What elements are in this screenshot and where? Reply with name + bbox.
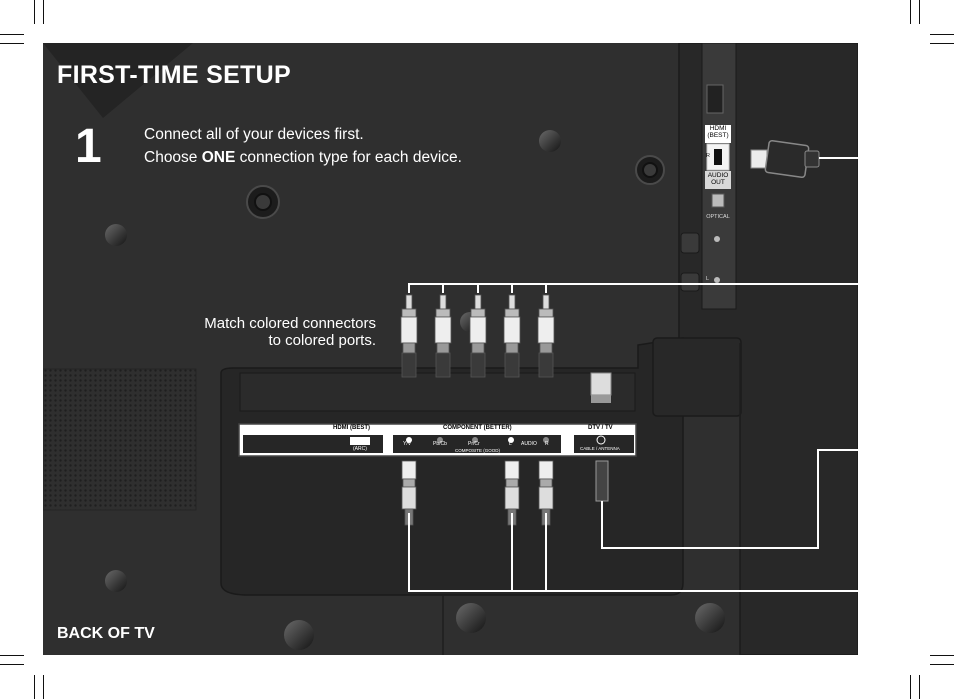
crop-mark — [930, 43, 954, 44]
rca-top-group — [400, 294, 555, 378]
port-label: AUDIO — [521, 441, 537, 447]
match-connectors-note: Match colored connectors to colored port… — [204, 315, 376, 349]
mount-hole — [635, 155, 665, 185]
side-audio-out-label: AUDIO OUT — [707, 172, 729, 186]
screw — [695, 603, 725, 633]
step-number: 1 — [75, 120, 102, 173]
dtv-header: DTV / TV — [588, 425, 613, 431]
screw — [456, 603, 486, 633]
hdmi-port-header: HDMI (BEST) — [333, 425, 370, 431]
crop-mark — [910, 0, 911, 24]
crop-mark — [43, 0, 44, 24]
coax-connector — [590, 372, 612, 403]
crop-mark — [930, 664, 954, 665]
side-optical-label: OPTICAL — [706, 214, 730, 220]
coax-cable — [601, 449, 858, 549]
hdmi-arc-label: (ARC) — [353, 446, 367, 452]
dtv-sub-label: CABLE / ANTENNA — [580, 446, 620, 451]
instruction-line-2: Choose ONE connection type for each devi… — [144, 149, 462, 166]
screw — [284, 620, 314, 650]
side-hdmi-label: HDMI (BEST) — [707, 125, 729, 139]
composite-label: COMPOSITE (GOOD) — [455, 448, 500, 453]
mount-hole — [246, 185, 280, 219]
corner-chevron — [43, 43, 193, 118]
side-port-r: R — [706, 153, 710, 159]
side-port-l: L — [706, 276, 710, 282]
screw — [539, 130, 561, 152]
rca-plug — [434, 294, 452, 378]
rca-plug — [400, 294, 418, 378]
crop-mark — [0, 34, 24, 35]
crop-mark — [919, 0, 920, 24]
component-header: COMPONENT (BETTER) — [443, 425, 512, 431]
crop-mark — [34, 0, 35, 24]
crop-mark — [0, 664, 24, 665]
back-of-tv-label: BACK OF TV — [57, 625, 155, 642]
screw — [105, 224, 127, 246]
crop-mark — [0, 655, 24, 656]
port-label: Pr/Cr — [468, 441, 480, 447]
screw — [105, 570, 127, 592]
page-title: FIRST-TIME SETUP — [57, 61, 291, 89]
rca-plug — [503, 294, 521, 378]
port-label: L — [509, 441, 512, 447]
rca-plug — [537, 294, 555, 378]
port-label: R — [545, 441, 549, 447]
crop-mark — [34, 675, 35, 699]
hdmi-plug — [750, 140, 820, 178]
port-label: Y/V — [403, 441, 412, 447]
speaker-grill — [43, 369, 196, 510]
crop-mark — [919, 675, 920, 699]
port-label: Pb/Cb — [433, 441, 447, 447]
crop-mark — [0, 43, 24, 44]
crop-mark — [930, 34, 954, 35]
back-of-tv-illustration: HDMI (BEST) AUDIO OUT OPTICAL R L HDMI (… — [43, 43, 858, 655]
rca-bottom-group — [401, 460, 554, 526]
crop-mark — [43, 675, 44, 699]
rca-plug — [401, 460, 417, 526]
crop-mark — [910, 675, 911, 699]
rca-plug — [469, 294, 487, 378]
tv-back-graphic — [43, 43, 858, 655]
instruction-line-1: Connect all of your devices first. — [144, 126, 364, 143]
crop-mark — [930, 655, 954, 656]
connector-bracket-bottom — [408, 513, 858, 592]
